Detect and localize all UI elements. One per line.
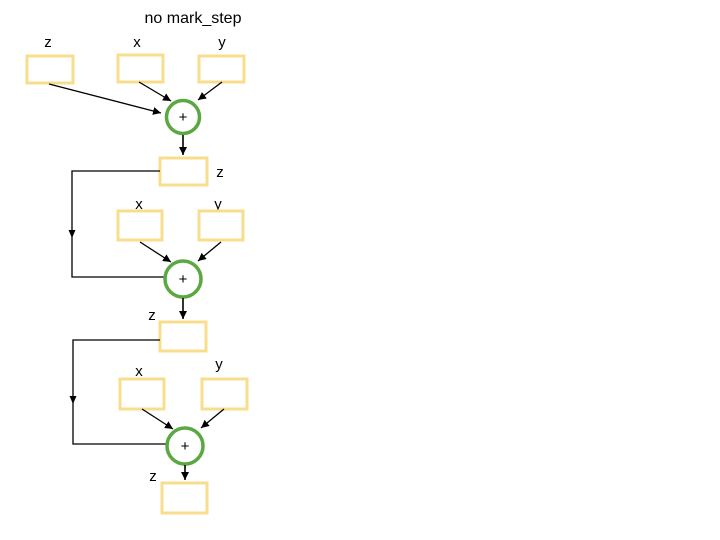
edge-x-to-add-2 <box>139 241 172 263</box>
diagram-title: no mark_step <box>145 10 242 27</box>
label-x-input-1: x <box>133 34 141 51</box>
tensor-box-y-3 <box>200 377 249 411</box>
tensor-box-z-out-3 <box>160 481 209 515</box>
add-op-circle-1 <box>164 98 202 136</box>
label-y-input-3: y <box>215 356 223 373</box>
edge-x-to-add-3 <box>141 408 174 430</box>
tensor-box-z-out-2 <box>158 320 208 353</box>
tensor-box-y-1 <box>197 54 246 84</box>
tensor-box-z-out-1 <box>158 156 209 187</box>
add-op-label-1: + <box>179 109 188 126</box>
edge-z-to-add-1 <box>48 83 162 115</box>
tensor-box-x-2 <box>116 209 164 242</box>
edge-y-to-add-3 <box>200 408 225 429</box>
tensor-box-y-2 <box>197 209 245 242</box>
edge-y-to-add-1 <box>197 81 223 101</box>
label-y-input-2: y <box>214 196 222 213</box>
edge-feedback-z-to-add-2 <box>71 170 164 278</box>
label-x-input-3: x <box>135 363 143 380</box>
add-op-circle-2 <box>163 259 203 299</box>
tensor-box-z-input-1 <box>25 54 75 85</box>
edge-feedback-z-to-add-3 <box>72 339 166 445</box>
label-z-out-2: z <box>148 307 156 324</box>
add-op-label-3: + <box>181 438 190 455</box>
add-op-label-2: + <box>179 271 188 288</box>
add-op-circle-3 <box>165 426 205 466</box>
tensor-box-x-3 <box>118 377 166 411</box>
edge-x-to-add-1 <box>138 81 172 102</box>
feedback-arrowhead-icon-2 <box>68 230 76 238</box>
label-z-out-3: z <box>149 468 157 485</box>
label-z-out-1: z <box>216 164 224 181</box>
label-x-input-2: x <box>135 196 143 213</box>
label-y-input-1: y <box>218 34 226 51</box>
label-z-input-1: z <box>44 34 52 51</box>
tensor-box-x-1 <box>116 53 165 84</box>
feedback-arrowhead-icon-3 <box>69 396 77 404</box>
edge-y-to-add-2 <box>197 241 222 262</box>
